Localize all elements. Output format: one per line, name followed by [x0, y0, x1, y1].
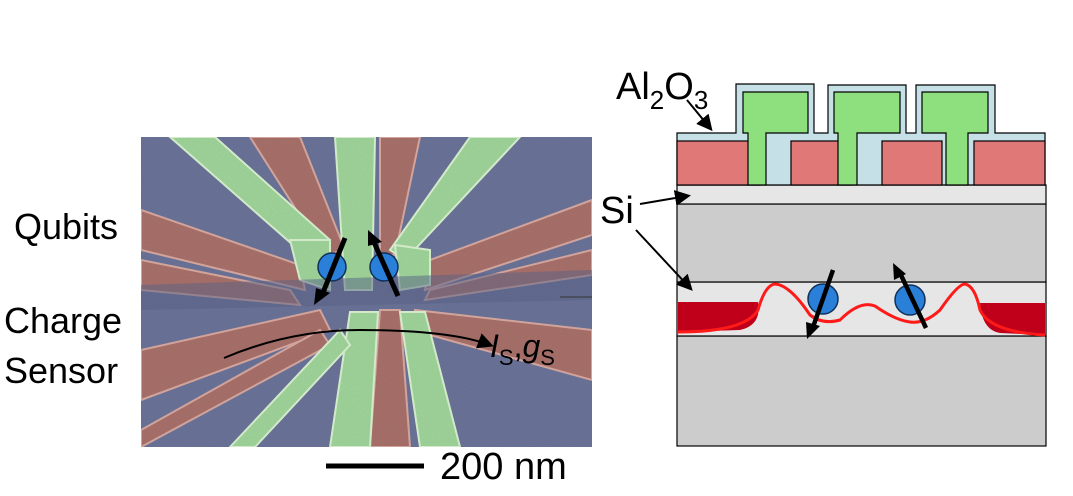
- si-well-pointer: [635, 229, 693, 291]
- qubit-spin-2: [368, 230, 401, 298]
- oxide-label: Al2O3: [616, 66, 709, 115]
- cross-section: [676, 83, 1047, 447]
- al2o3-pointer: [686, 99, 713, 132]
- cross-section-spin-1: [806, 269, 839, 339]
- qubit-spin-1: [314, 237, 348, 305]
- charge-label: Charge: [4, 300, 123, 341]
- qubits-label: Qubits: [14, 206, 119, 247]
- si-cap-pointer: [639, 190, 691, 206]
- silicon-label: Si: [600, 190, 634, 232]
- cross-section-spin-2: [893, 263, 929, 329]
- scale-bar-label: 200 nm: [440, 446, 567, 488]
- electron-reservoir-left: [678, 302, 759, 332]
- sensor-label: Sensor: [4, 350, 119, 391]
- sem-micrograph: [141, 137, 592, 447]
- sensor-current-arrow: [223, 328, 494, 359]
- electron-reservoir-right: [980, 303, 1045, 335]
- sensor-signal-label: IS,gS: [490, 328, 555, 370]
- potential-profile: [677, 282, 1046, 337]
